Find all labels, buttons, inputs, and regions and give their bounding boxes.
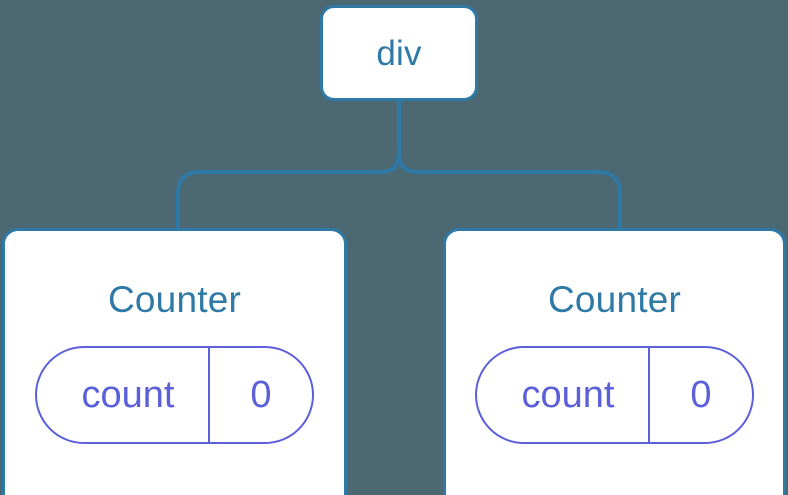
node-counter-right[interactable]: Counter count 0 (443, 228, 786, 495)
state-key-label: count (81, 374, 175, 416)
state-pill-counter-left[interactable]: count 0 (35, 346, 314, 444)
node-counter-left-label: Counter (107, 279, 242, 320)
state-value-label: 0 (648, 348, 751, 442)
node-div-label: div (376, 33, 422, 73)
edge-to-counter-left (176, 149, 401, 230)
state-value-label: 0 (208, 348, 311, 442)
node-counter-right-label: Counter (547, 279, 682, 320)
node-div[interactable]: div (320, 5, 478, 101)
state-pill-counter-right[interactable]: count 0 (475, 346, 754, 444)
node-counter-left[interactable]: Counter count 0 (2, 228, 347, 495)
edge-to-counter-right (397, 149, 622, 230)
state-key-label: count (521, 374, 615, 416)
